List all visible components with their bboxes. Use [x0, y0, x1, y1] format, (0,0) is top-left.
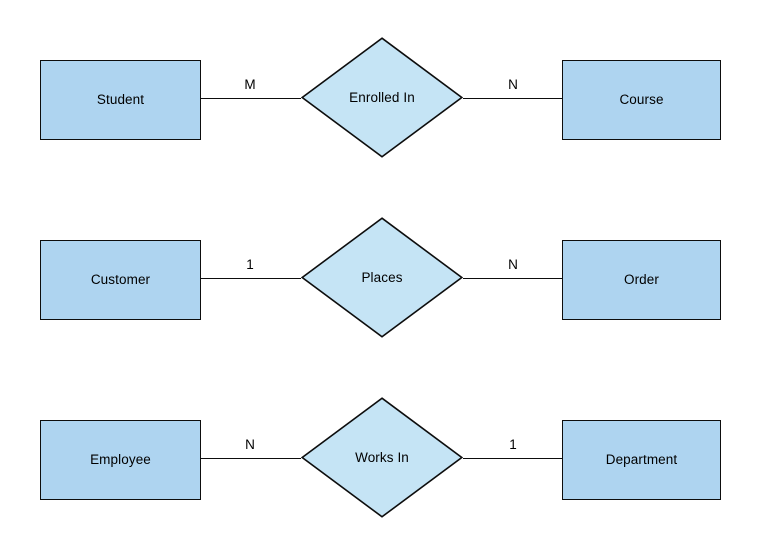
- entity-label: Employee: [90, 452, 151, 468]
- cardinality-label-right: N: [508, 257, 518, 272]
- connector-line-left: [201, 457, 301, 459]
- er-relationship-row: Student M Enrolled In N Course: [0, 10, 761, 190]
- entity-label: Student: [96, 92, 145, 108]
- diamond-shape-icon: [301, 37, 463, 158]
- entity-department[interactable]: Department: [562, 420, 721, 500]
- connector-line-left: [201, 277, 301, 279]
- entity-label: Order: [623, 272, 659, 288]
- cardinality-label-right: N: [508, 77, 518, 92]
- relationship-enrolled-in[interactable]: Enrolled In: [301, 37, 463, 158]
- cardinality-label-left: M: [244, 77, 256, 92]
- relationship-places[interactable]: Places: [301, 217, 463, 338]
- entity-customer[interactable]: Customer: [40, 240, 201, 320]
- entity-course[interactable]: Course: [562, 60, 721, 140]
- connector-line-right: [463, 277, 562, 279]
- er-relationship-row: Employee N Works In 1 Department: [0, 370, 761, 550]
- connector-line-left: [201, 97, 301, 99]
- connector-line-right: [463, 457, 562, 459]
- entity-label: Department: [605, 452, 678, 468]
- entity-employee[interactable]: Employee: [40, 420, 201, 500]
- relationship-works-in[interactable]: Works In: [301, 397, 463, 518]
- diamond-shape-icon: [301, 217, 463, 338]
- cardinality-label-left: 1: [246, 257, 254, 272]
- cardinality-label-right: 1: [509, 437, 517, 452]
- entity-label: Course: [619, 92, 664, 108]
- entity-label: Customer: [90, 272, 151, 288]
- entity-order[interactable]: Order: [562, 240, 721, 320]
- diamond-shape-icon: [301, 397, 463, 518]
- connector-line-right: [463, 97, 562, 99]
- entity-student[interactable]: Student: [40, 60, 201, 140]
- er-relationship-row: Customer 1 Places N Order: [0, 190, 761, 370]
- cardinality-label-left: N: [245, 437, 255, 452]
